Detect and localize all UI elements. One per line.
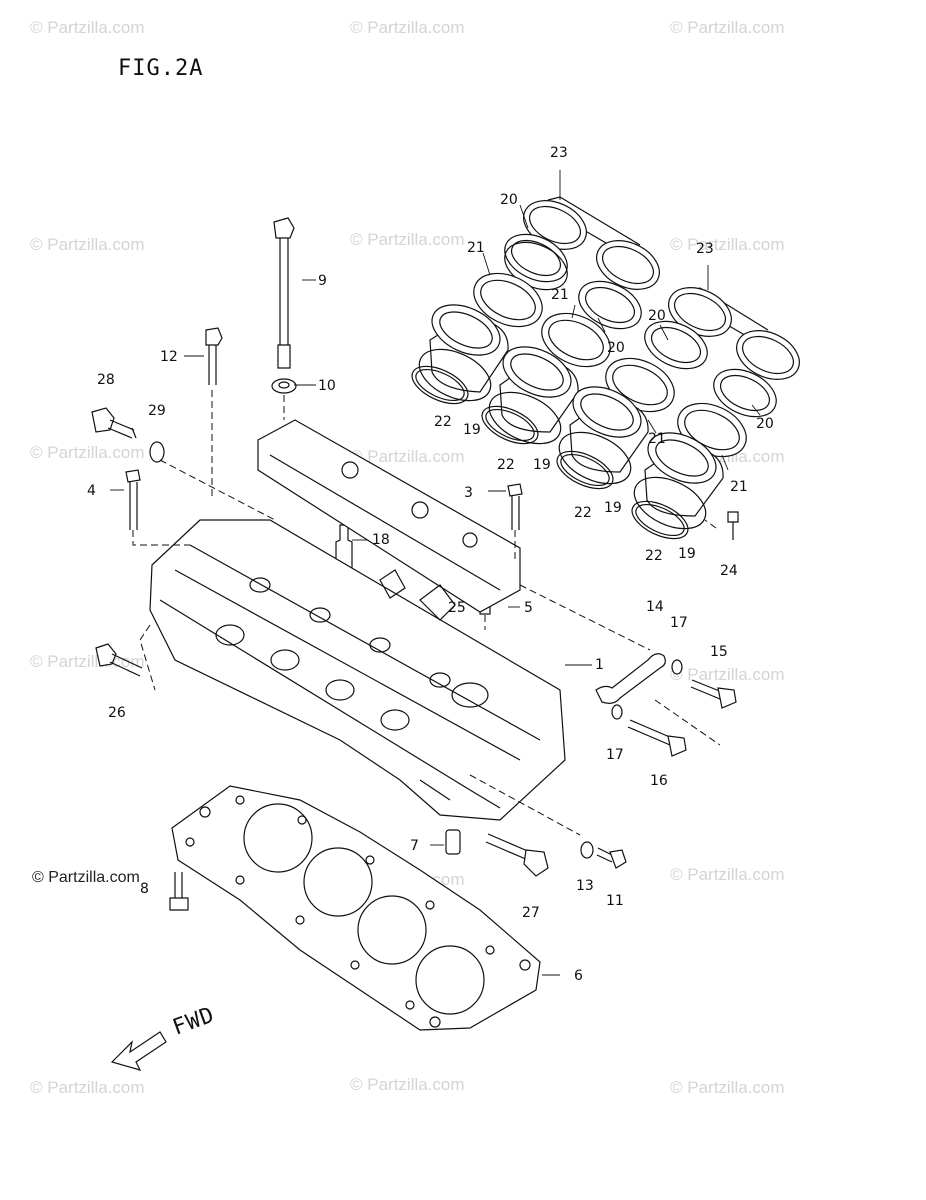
callout-10: 10	[318, 378, 336, 394]
watermark: © Partzilla.com	[30, 652, 145, 671]
callout-26: 26	[108, 705, 126, 721]
callout-12: 12	[160, 349, 178, 365]
callout-25: 25	[448, 600, 466, 616]
fwd-arrow: FWD	[110, 1003, 219, 1071]
callout-16: 16	[650, 773, 668, 789]
callout-19: 19	[463, 422, 481, 438]
callout-20: 20	[607, 340, 625, 356]
callout-9: 9	[318, 273, 327, 289]
callout-28: 28	[97, 372, 115, 388]
leader-lines	[110, 170, 761, 976]
watermark: © Partzilla.com	[30, 1078, 145, 1097]
fwd-label: FWD	[170, 1003, 219, 1041]
figure-title: FIG.2A	[118, 56, 203, 81]
callout-23: 23	[696, 241, 714, 257]
watermark: © Partzilla.com	[670, 1078, 785, 1097]
callout-1: 1	[595, 657, 604, 673]
callout-19: 19	[678, 546, 696, 562]
callout-14: 14	[646, 599, 664, 615]
callout-11: 11	[606, 893, 624, 909]
callout-7: 7	[410, 838, 419, 854]
callout-labels: 1 3 4 5 6 7 8 9 10 11 12 13 14 15 16 17 …	[87, 145, 774, 984]
watermark: © Partzilla.com	[670, 665, 785, 684]
callout-18: 18	[372, 532, 390, 548]
watermark: © Partzilla.com	[30, 235, 145, 254]
watermark: © Partzilla.com	[350, 447, 465, 466]
callout-22: 22	[497, 457, 515, 473]
callout-19: 19	[533, 457, 551, 473]
callout-15: 15	[710, 644, 728, 660]
head-gasket	[171, 785, 541, 1031]
watermark: © Partzilla.com	[30, 18, 145, 37]
callout-4: 4	[87, 483, 96, 499]
watermark: © Partzilla.com	[350, 18, 465, 37]
callout-8: 8	[140, 881, 149, 897]
callout-21: 21	[730, 479, 748, 495]
callout-20: 20	[648, 308, 666, 324]
alignment-lines	[132, 390, 721, 836]
callout-23: 23	[550, 145, 568, 161]
callout-6: 6	[574, 968, 583, 984]
callout-17: 17	[670, 615, 688, 631]
watermark: © Partzilla.com	[30, 443, 145, 462]
watermark: © Partzilla.com	[350, 230, 465, 249]
cylinder-head	[149, 419, 566, 821]
callout-5: 5	[524, 600, 533, 616]
callout-13: 13	[576, 878, 594, 894]
callout-20: 20	[500, 192, 518, 208]
callout-17: 17	[606, 747, 624, 763]
watermark: © Partzilla.com	[670, 18, 785, 37]
callout-21: 21	[648, 431, 666, 447]
callout-21: 21	[467, 240, 485, 256]
watermark: © Partzilla.com	[350, 1075, 465, 1094]
callout-20: 20	[756, 416, 774, 432]
callout-22: 22	[645, 548, 663, 564]
fasteners	[91, 217, 737, 911]
callout-22: 22	[434, 414, 452, 430]
intake-boots-group	[411, 196, 800, 540]
callout-24: 24	[720, 563, 738, 579]
callout-22: 22	[574, 505, 592, 521]
callout-3: 3	[464, 485, 473, 501]
callout-29: 29	[148, 403, 166, 419]
watermark: © Partzilla.com	[670, 865, 785, 884]
callout-19: 19	[604, 500, 622, 516]
callout-21: 21	[551, 287, 569, 303]
corner-watermark: © Partzilla.com	[32, 869, 140, 886]
watermark: © Partzilla.com	[670, 235, 785, 254]
callout-27: 27	[522, 905, 540, 921]
